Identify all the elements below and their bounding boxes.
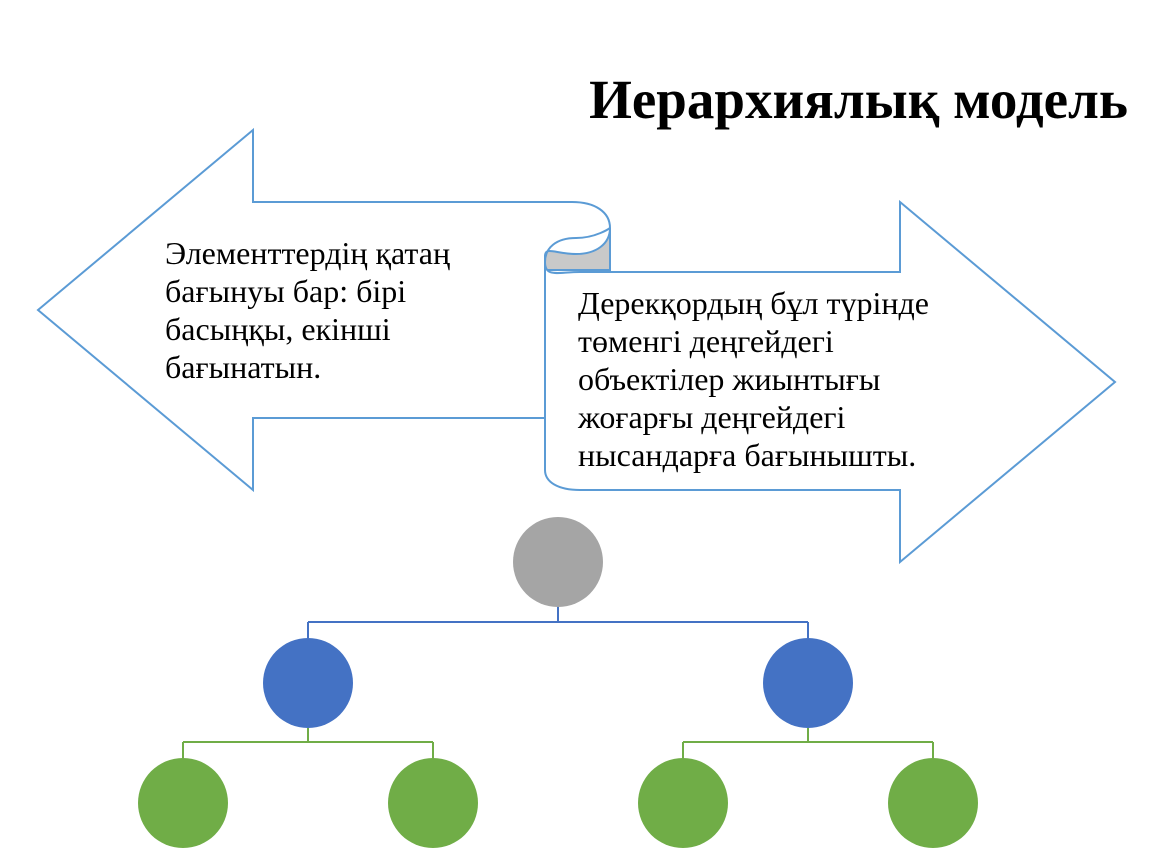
left-arrow-text: Элементтердің қатаң бағынуы бар: бірі ба… — [165, 234, 525, 386]
middle-node-right — [763, 638, 853, 728]
right-arrow-line: төменгі деңгейдегі — [578, 323, 834, 359]
leaf-node-2 — [388, 758, 478, 848]
left-arrow-line: Элементтердің қатаң — [165, 235, 451, 271]
leaf-node-1 — [138, 758, 228, 848]
right-arrow-line: нысандарға бағынышты. — [578, 437, 917, 473]
right-arrow-line: Дерекқордың бұл түрінде — [578, 285, 929, 321]
right-arrow-text: Дерекқордың бұл түрінде төменгі деңгейде… — [578, 284, 1018, 474]
right-arrow-line: объектілер жиынтығы — [578, 361, 881, 397]
page-title: Иерархиялық модель — [589, 69, 1128, 130]
leaf-node-3 — [638, 758, 728, 848]
hierarchy-connectors — [182, 606, 934, 758]
hierarchy-nodes — [138, 517, 978, 848]
middle-node-left — [263, 638, 353, 728]
left-arrow-line: басыңқы, екінші — [165, 311, 391, 347]
left-arrow-line: бағынуы бар: бірі — [165, 273, 407, 309]
left-arrow-line: бағынатын. — [165, 349, 322, 385]
right-arrow-shape — [544, 199, 1117, 565]
leaf-node-4 — [888, 758, 978, 848]
scroll-curl-edge — [544, 227, 611, 263]
root-node — [513, 517, 603, 607]
right-arrow-line: жоғарғы деңгейдегі — [578, 399, 846, 435]
